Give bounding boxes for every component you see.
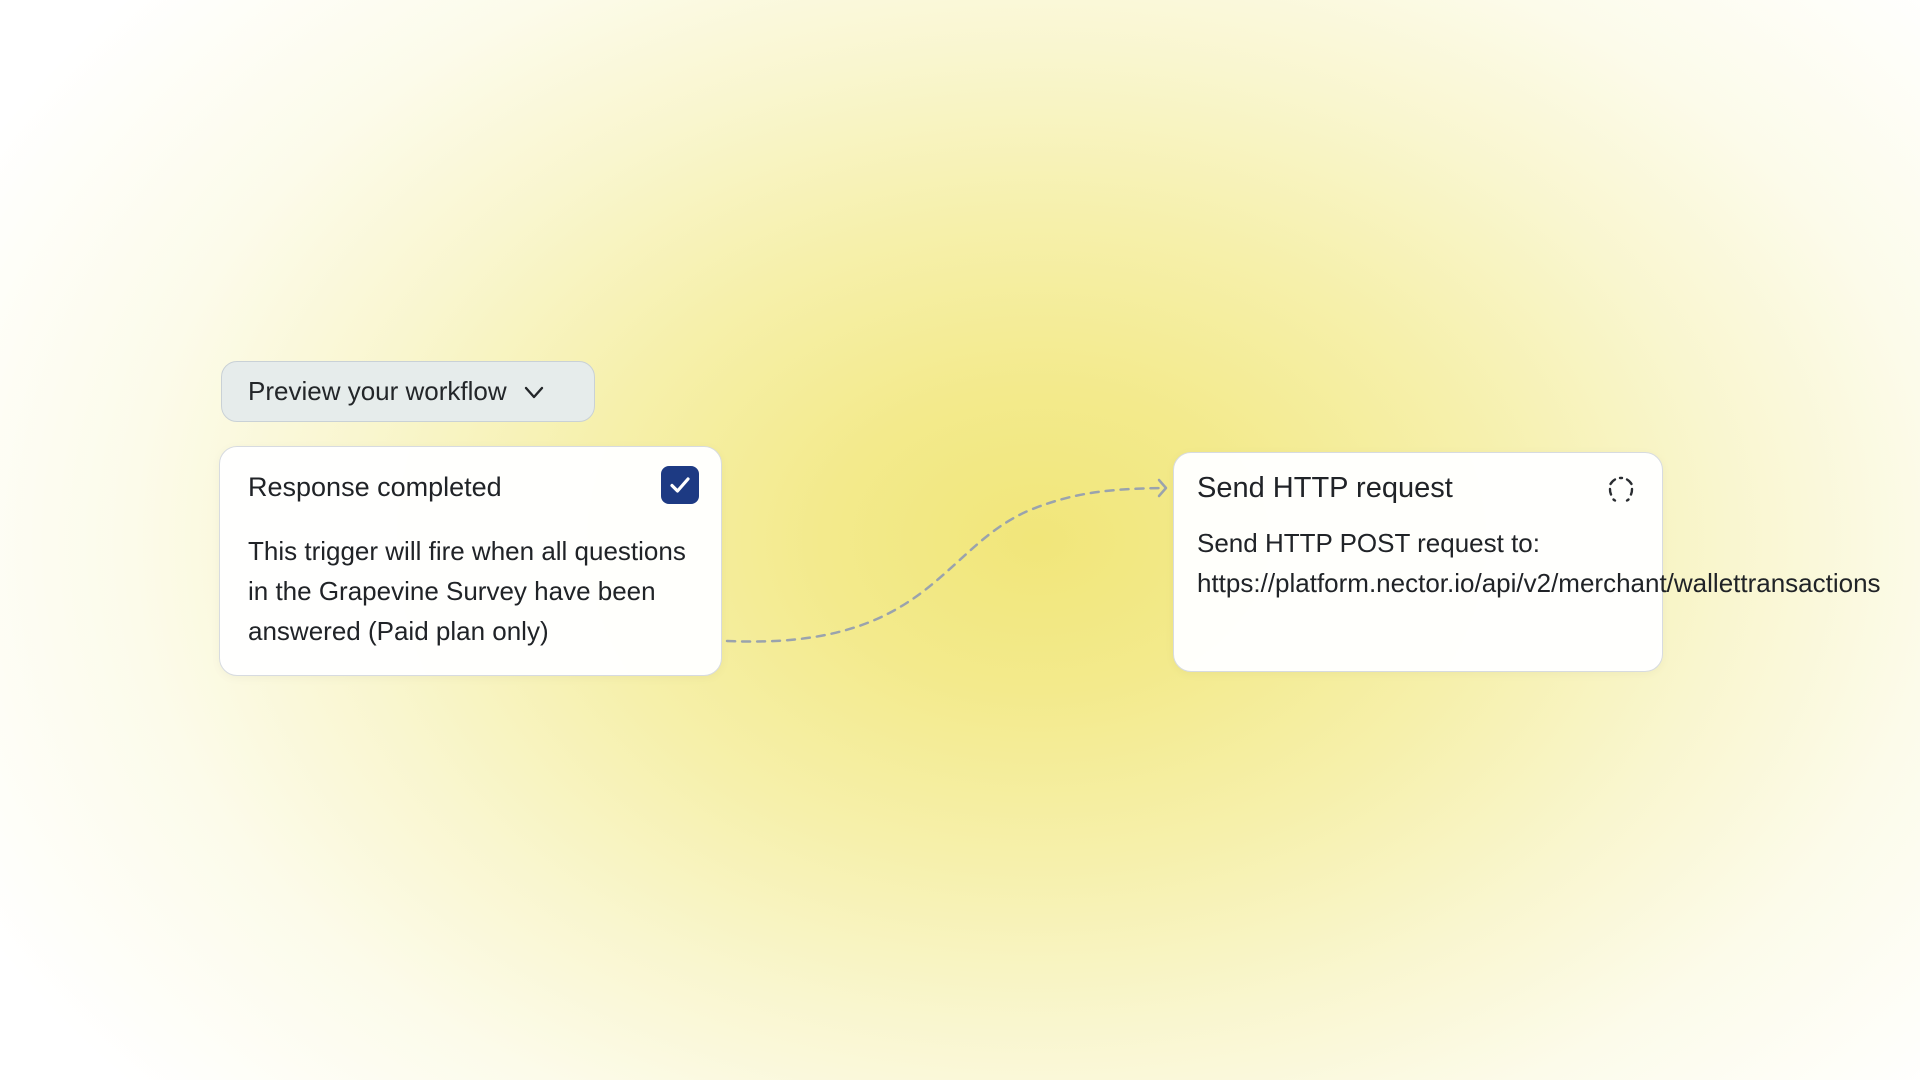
action-card[interactable]: Send HTTP request Send HTTP POST request…: [1173, 452, 1881, 672]
trigger-title: Response completed: [248, 472, 502, 502]
chevron-down-icon: [521, 379, 547, 405]
preview-workflow-dropdown[interactable]: Preview your workflow: [221, 361, 595, 422]
preview-workflow-label: Preview your workflow: [248, 376, 507, 406]
connector-arrowhead-icon: [1157, 478, 1168, 498]
checkbox-checked-icon[interactable]: [661, 466, 699, 504]
loading-spinner-icon: [1606, 475, 1636, 505]
action-title: Send HTTP request: [1197, 472, 1453, 504]
action-description: Send HTTP POST request to: https://platf…: [1197, 528, 1881, 598]
trigger-card[interactable]: Response completed This trigger will fir…: [219, 446, 722, 676]
connector-dashed-line: [725, 486, 1164, 643]
trigger-description: This trigger will fire when all question…: [248, 536, 686, 646]
